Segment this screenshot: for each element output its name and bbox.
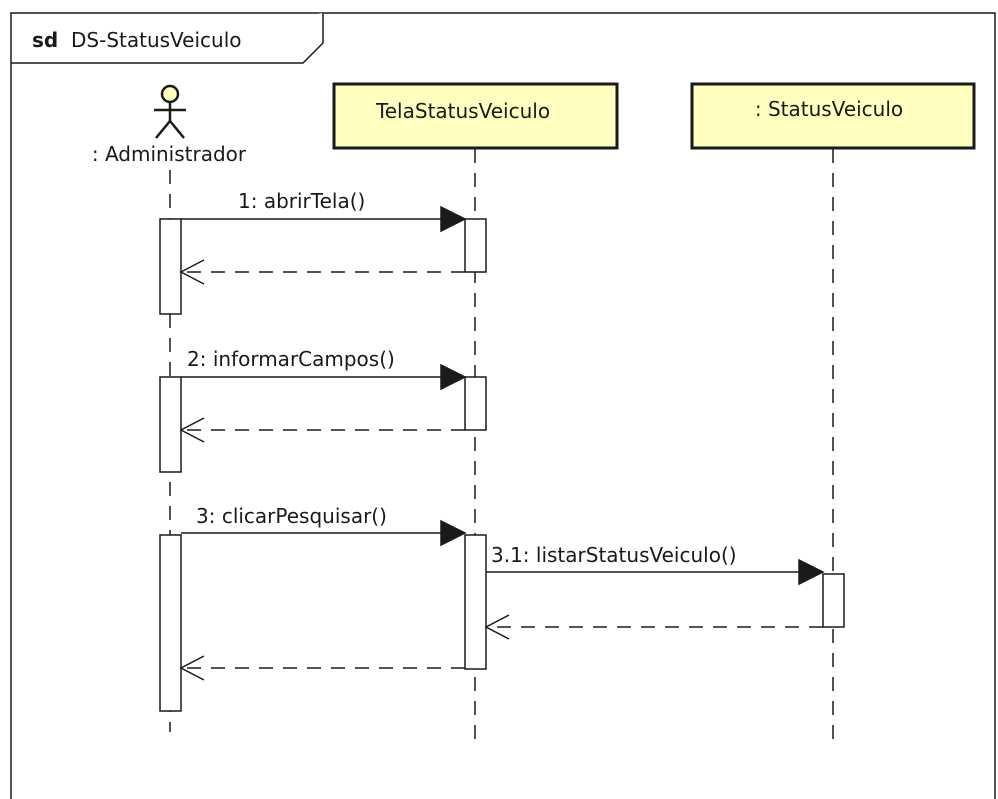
frame-border <box>10 12 996 799</box>
filled-arrowhead-icon <box>440 363 467 391</box>
activations <box>159 218 845 712</box>
activation-tela-2 <box>464 376 487 431</box>
return-message-3[interactable] <box>179 655 465 681</box>
frame-tab <box>11 13 324 64</box>
activation-status-1 <box>822 573 845 628</box>
actor-label: : Administrador <box>92 142 247 166</box>
activation-tela-1 <box>464 218 487 273</box>
lifeline-box-statusveiculo-rect <box>690 82 976 150</box>
lifeline-box-telastatusveiculo-rect <box>332 82 619 150</box>
open-arrowhead-icon <box>179 417 205 443</box>
message-label: 1: abrirTela() <box>238 189 365 213</box>
message-label: 3.1: listarStatusVeiculo() <box>491 543 737 567</box>
lifeline-box-telastatusveiculo[interactable]: TelaStatusVeiculo <box>332 82 619 150</box>
actor-administrador[interactable]: : Administrador <box>92 84 247 166</box>
message-clicarpesquisar[interactable]: 3: clicarPesquisar() <box>181 504 467 547</box>
open-arrowhead-icon <box>484 614 510 640</box>
activation-admin-1 <box>159 218 182 315</box>
return-message-3-1[interactable] <box>484 614 823 640</box>
message-label: 3: clicarPesquisar() <box>196 504 387 528</box>
lifeline-box-statusveiculo[interactable]: : StatusVeiculo <box>690 82 976 150</box>
actor-head-icon <box>160 84 180 104</box>
return-message-2[interactable] <box>179 417 465 443</box>
activation-tela-3 <box>464 534 487 670</box>
message-label: 2: informarCampos() <box>187 347 395 371</box>
message-informarcampos[interactable]: 2: informarCampos() <box>181 347 467 391</box>
actor-right-leg <box>169 120 185 139</box>
activation-admin-2 <box>159 376 182 473</box>
lifeline-box-statusveiculo-label: : StatusVeiculo <box>755 97 903 121</box>
message-abrirtela[interactable]: 1: abrirTela() <box>181 189 467 233</box>
filled-arrowhead-icon <box>440 519 467 547</box>
actor-left-leg <box>155 120 171 139</box>
lifelines <box>169 149 834 745</box>
activation-admin-3 <box>159 534 182 712</box>
message-listarstatusveiculo[interactable]: 3.1: listarStatusVeiculo() <box>486 543 825 586</box>
frame-keyword: sd <box>32 28 58 52</box>
return-message-1[interactable] <box>179 259 465 285</box>
open-arrowhead-icon <box>179 655 205 681</box>
open-arrowhead-icon <box>179 259 205 285</box>
lifeline-box-telastatusveiculo-label: TelaStatusVeiculo <box>375 99 550 123</box>
filled-arrowhead-icon <box>440 205 467 233</box>
frame: sd DS-StatusVeiculo <box>10 12 996 799</box>
filled-arrowhead-icon <box>798 558 825 586</box>
frame-title: DS-StatusVeiculo <box>71 28 242 52</box>
